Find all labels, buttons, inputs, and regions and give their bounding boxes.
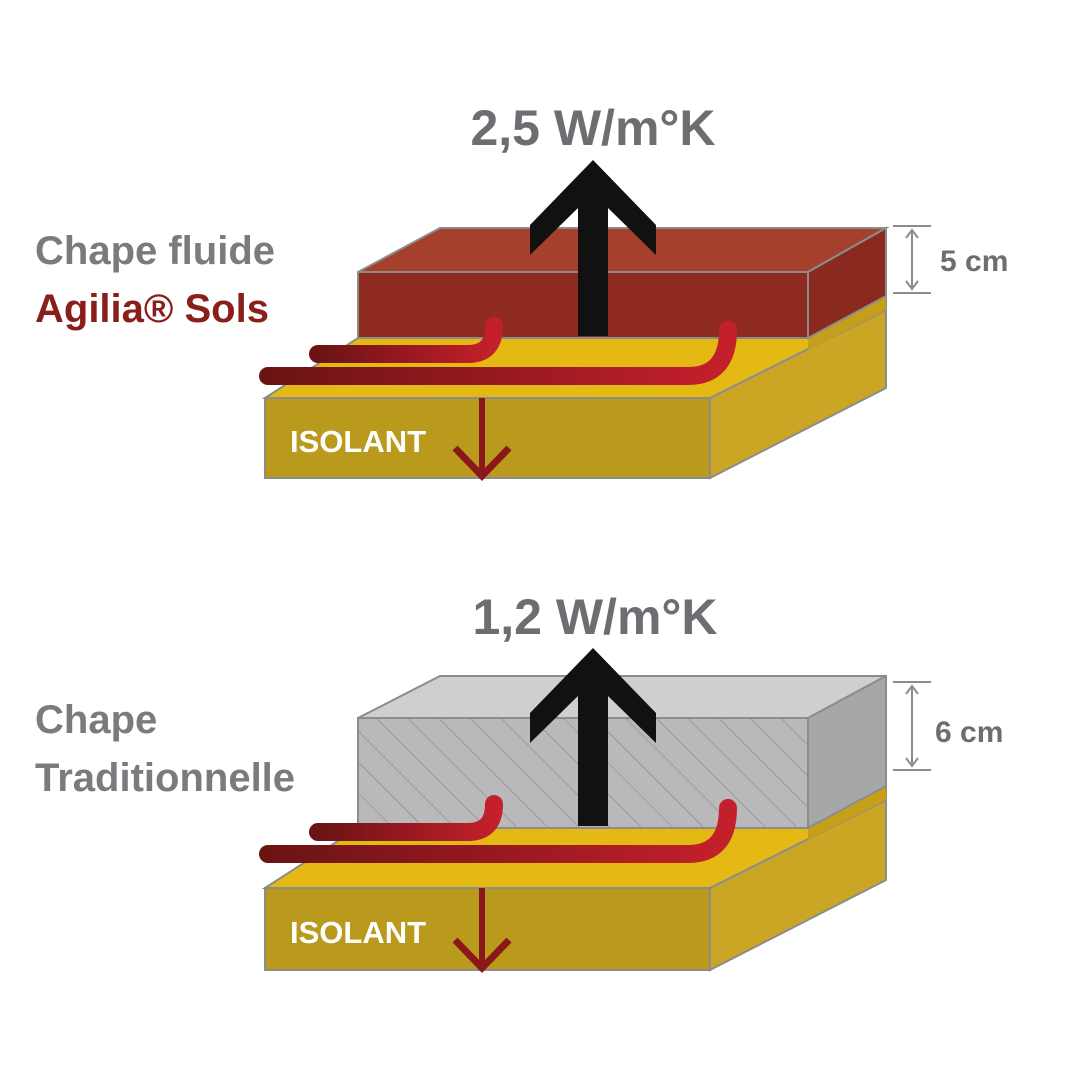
bottom-thickness-dimension xyxy=(893,681,931,771)
bottom-material-name-line2: Traditionnelle xyxy=(35,756,295,800)
bottom-insulation-label: ISOLANT xyxy=(290,915,426,950)
bottom-thickness-label: 6 cm xyxy=(935,716,1003,749)
top-material-name-line2: Agilia® Sols xyxy=(35,287,269,331)
bottom-heating-pipes xyxy=(259,795,737,863)
bottom-conductivity-label: 1,2 W/m°K xyxy=(472,589,717,645)
bottom-material-name-line1: Chape xyxy=(35,698,157,742)
top-insulation-label: ISOLANT xyxy=(290,424,426,459)
top-heating-pipes xyxy=(259,317,737,385)
top-thickness-label: 5 cm xyxy=(940,245,1008,278)
bottom-heat-up-arrow xyxy=(530,648,656,826)
top-assembly: 2,5 W/m°K Chape fluide Agilia® Sols 5 cm… xyxy=(35,100,1008,482)
top-heat-down-arrow xyxy=(452,398,512,482)
top-conductivity-label: 2,5 W/m°K xyxy=(470,100,715,156)
bottom-insulation-slab xyxy=(264,798,887,972)
top-insulation-slab xyxy=(264,308,887,480)
top-thickness-dimension xyxy=(893,225,931,294)
top-material-name-line1: Chape fluide xyxy=(35,229,275,273)
top-screed-block xyxy=(357,226,890,340)
bottom-assembly: 1,2 W/m°K Chape Traditionnelle 6 cm ISOL… xyxy=(35,589,1003,974)
bottom-heat-down-arrow xyxy=(452,888,512,974)
top-heat-up-arrow xyxy=(530,160,656,336)
